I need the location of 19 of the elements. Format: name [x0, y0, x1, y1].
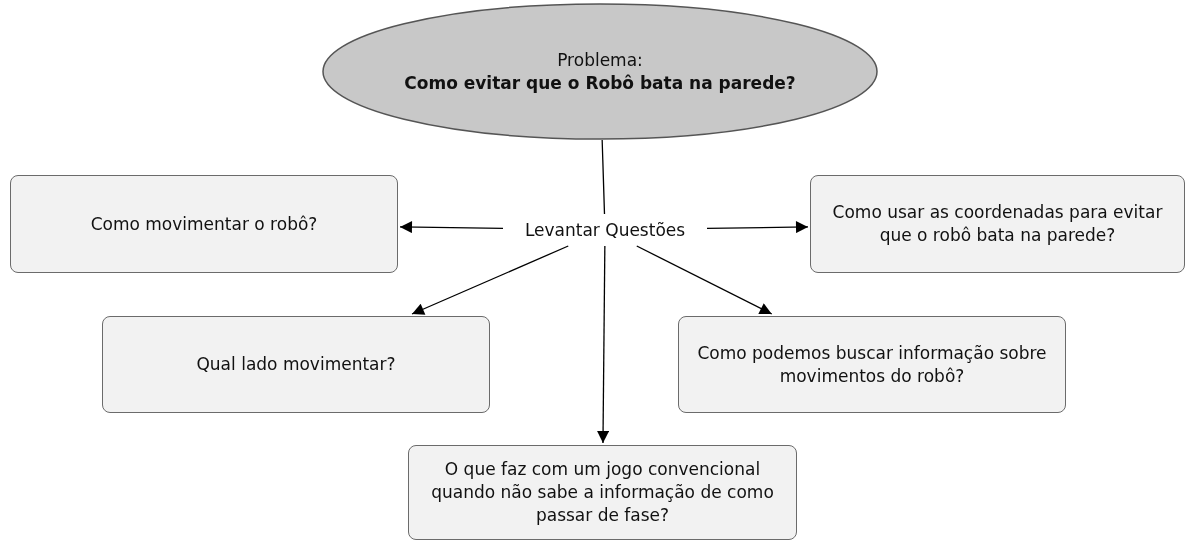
node-text: Qual lado movimentar? — [196, 353, 396, 376]
question-box — [408, 445, 797, 540]
node-text: Como podemos buscar informação sobre movimentos do robô? — [696, 341, 1048, 388]
problem-ellipse — [322, 3, 878, 140]
arrow — [706, 221, 809, 234]
node-text: Como movimentar o robô? — [90, 212, 318, 236]
arrow — [597, 245, 610, 444]
arrow — [399, 221, 504, 234]
question-box — [810, 175, 1185, 273]
question-box — [678, 316, 1066, 413]
node-text: Levantar Questões — [524, 218, 686, 242]
problem-question: Como evitar que o Robô bata na parede? — [404, 71, 796, 95]
arrow — [411, 245, 569, 315]
arrow — [636, 245, 773, 315]
node-text: Como usar as coordenadas para evitar que o robô bata na parede? — [831, 201, 1164, 247]
question-box — [10, 175, 398, 273]
problem-label: Problema: — [557, 48, 643, 72]
question-box — [102, 316, 490, 413]
node-text: O que faz com um jogo convencional quando não sabe a informação de como passar de fase? — [430, 458, 775, 527]
